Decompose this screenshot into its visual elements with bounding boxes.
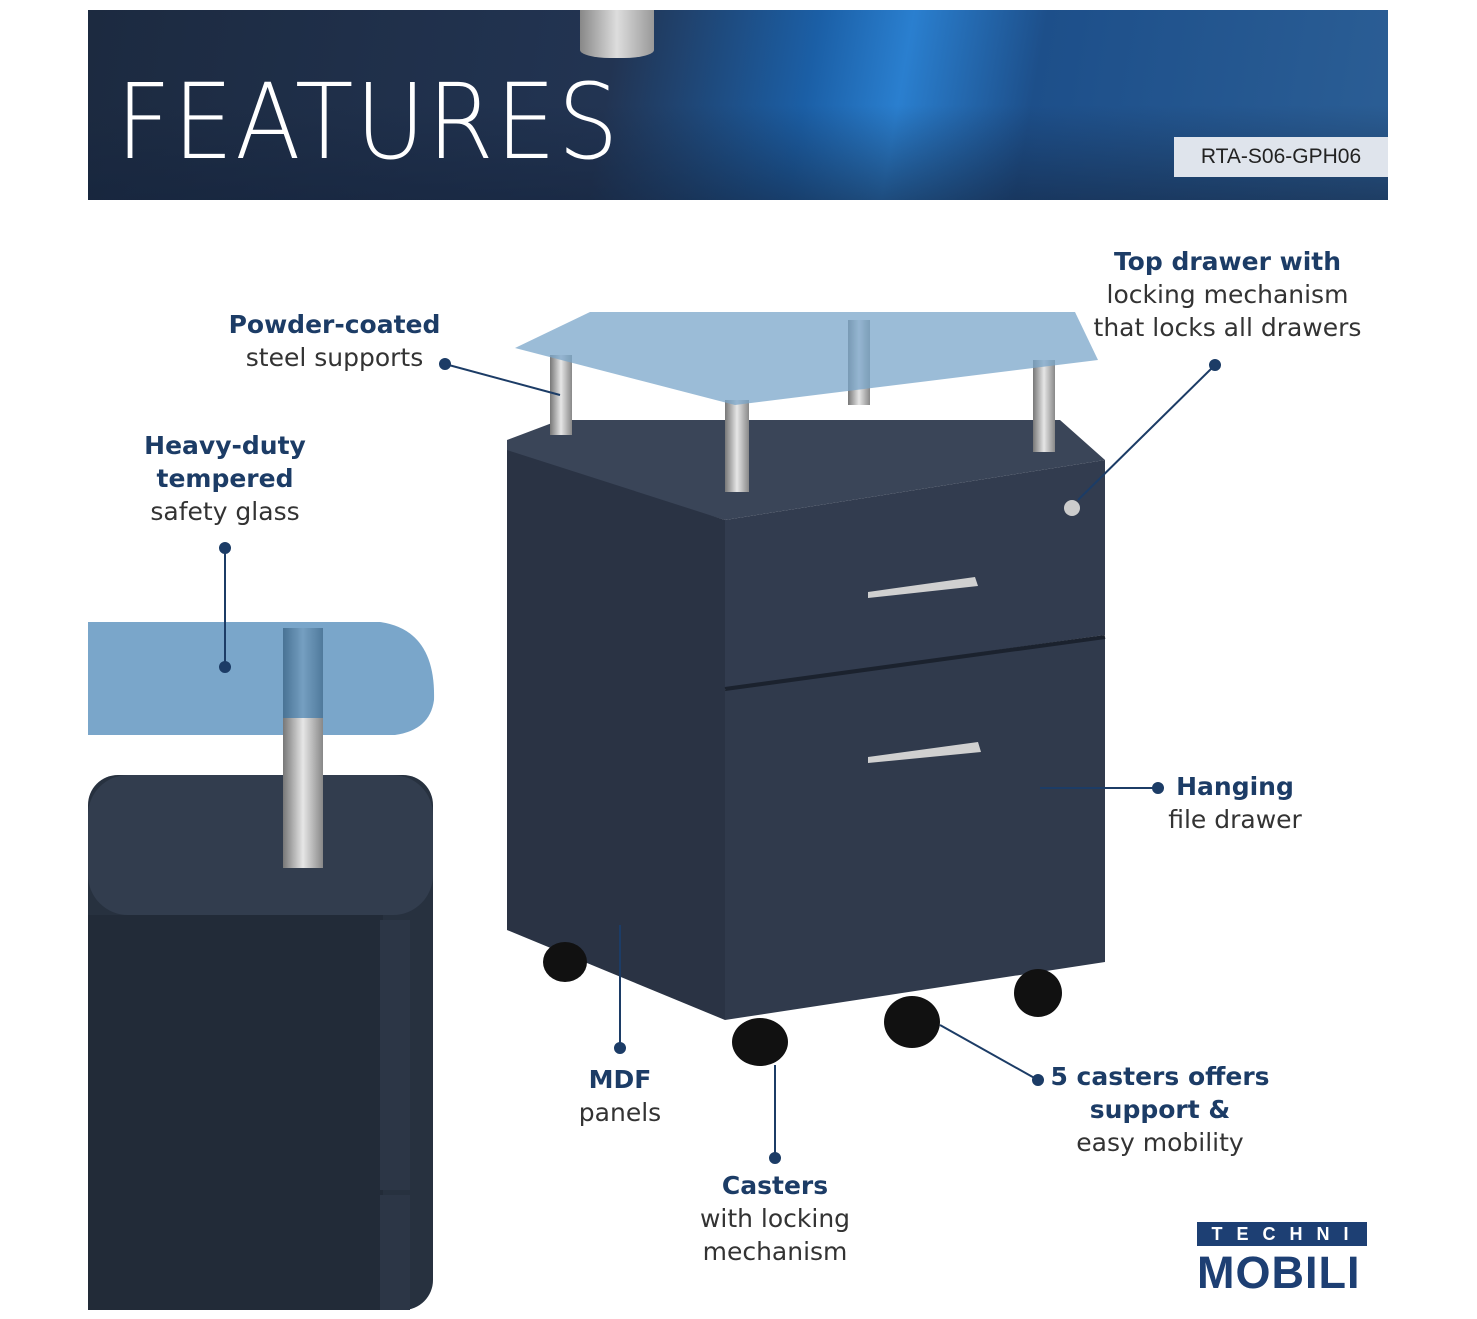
feature-text: steel supports bbox=[245, 343, 424, 372]
filing-cabinet bbox=[507, 312, 1106, 1066]
brand-logo: TECHNI MOBILI bbox=[1197, 1222, 1367, 1300]
casters bbox=[543, 942, 1062, 1066]
feature-title: Powder-coated bbox=[228, 310, 441, 339]
feature-text: mechanism bbox=[702, 1237, 848, 1266]
feature-steel-supports: Powder-coated steel supports bbox=[222, 308, 447, 374]
detail-closeup bbox=[88, 622, 435, 1310]
feature-title: Top drawer with bbox=[1113, 247, 1342, 276]
feature-mdf-panels: MDF panels bbox=[555, 1063, 685, 1129]
feature-text: locking mechanism bbox=[1106, 280, 1349, 309]
feature-locking-casters: Casters with locking mechanism bbox=[680, 1169, 870, 1268]
feature-five-casters: 5 casters offers support & easy mobility bbox=[1040, 1060, 1280, 1159]
sku-badge: RTA-S06-GPH06 bbox=[1174, 137, 1388, 177]
feature-text: safety glass bbox=[150, 497, 300, 526]
feature-title: Casters bbox=[721, 1171, 829, 1200]
feature-title: support & bbox=[1089, 1095, 1231, 1124]
page-title: FEATURES bbox=[116, 61, 621, 183]
feature-tempered-glass: Heavy-duty tempered safety glass bbox=[120, 429, 330, 528]
feature-locking-drawer: Top drawer with locking mechanism that l… bbox=[1075, 245, 1380, 344]
feature-title: Heavy-duty bbox=[144, 431, 306, 460]
logo-bottom-text: MOBILI bbox=[1197, 1247, 1361, 1298]
feature-text: file drawer bbox=[1168, 805, 1302, 834]
feature-title: MDF bbox=[588, 1065, 652, 1094]
feature-text: that locks all drawers bbox=[1093, 313, 1362, 342]
feature-text: easy mobility bbox=[1076, 1128, 1244, 1157]
banner-shade bbox=[88, 105, 1388, 200]
steel-support-image bbox=[580, 10, 654, 58]
feature-title: 5 casters offers bbox=[1050, 1062, 1270, 1091]
callout-lines bbox=[219, 358, 1221, 1164]
features-banner: FEATURES RTA-S06-GPH06 bbox=[88, 10, 1388, 200]
feature-hanging-file: Hanging file drawer bbox=[1150, 770, 1320, 836]
feature-title: Hanging bbox=[1176, 772, 1294, 801]
logo-top-text: TECHNI bbox=[1197, 1222, 1367, 1246]
feature-text: panels bbox=[578, 1098, 662, 1127]
feature-title: tempered bbox=[156, 464, 294, 493]
feature-text: with locking bbox=[699, 1204, 851, 1233]
